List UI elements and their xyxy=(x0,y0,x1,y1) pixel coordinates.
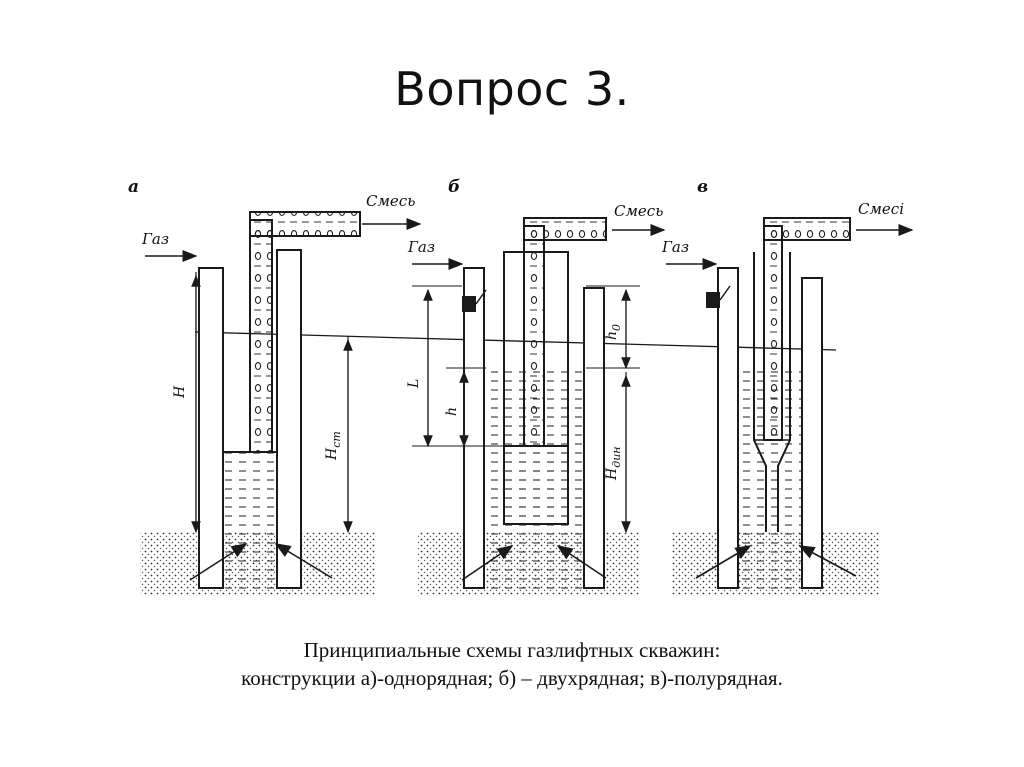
panel-c: в Смесі Газ xyxy=(661,177,914,596)
outer-casing-left-b xyxy=(463,267,485,589)
valve-b xyxy=(462,296,476,312)
gas-label-c: Газ xyxy=(661,238,689,256)
dim-h0-sub-b: 0 xyxy=(610,324,623,331)
lift-tube-c xyxy=(763,225,783,441)
panel-c-letter: в xyxy=(697,177,708,197)
middle-tube-funnel-c xyxy=(753,252,791,532)
panel-a: а Смесь Газ H Hст xyxy=(128,177,422,596)
svg-text:h0: h0 xyxy=(604,324,623,340)
dim-Hst-a: H xyxy=(324,447,340,461)
dim-Hst-sub-a: ст xyxy=(330,431,343,448)
caption-line-1: Принципиальные схемы газлифтных скважин: xyxy=(303,638,721,662)
panel-b: б Смесь Газ L h xyxy=(406,177,666,596)
gas-label-b: Газ xyxy=(407,238,435,256)
panel-b-letter: б xyxy=(448,177,460,197)
casing-wall-right-a xyxy=(276,249,302,589)
slide-title: Вопрос 3. xyxy=(394,62,630,116)
panel-a-letter: а xyxy=(128,177,139,197)
mix-label-c: Смесі xyxy=(858,200,904,218)
dim-Hdyn-sub-b: дин xyxy=(610,446,623,467)
casing-wall-left-a xyxy=(198,267,224,589)
dim-h-b: h xyxy=(444,407,460,416)
outer-casing-left-c xyxy=(717,267,739,589)
mix-label-b: Смесь xyxy=(614,202,663,220)
lift-tube-b xyxy=(523,225,545,447)
dim-Hdyn-b: H xyxy=(604,467,620,481)
mix-label-a: Смесь xyxy=(366,192,415,210)
outer-casing-right-c xyxy=(801,277,823,589)
valve-c xyxy=(706,292,720,308)
gaslift-well-schemes-diagram: а Смесь Газ H Hст б xyxy=(128,177,914,596)
outlet-pipe-b xyxy=(523,217,607,241)
caption-line-2: конструкции а)-однорядная; б) – двухрядн… xyxy=(241,666,783,690)
svg-text:Hдин: Hдин xyxy=(604,446,623,481)
dim-h0-b: h xyxy=(604,331,620,340)
outer-casing-right-b xyxy=(583,287,605,589)
outlet-pipe-a xyxy=(249,211,361,237)
svg-text:Hст: Hст xyxy=(324,431,343,461)
dim-H-a: H xyxy=(172,385,188,399)
gas-label-a: Газ xyxy=(141,230,169,248)
dim-L-b: L xyxy=(406,379,422,389)
lift-tube-a xyxy=(249,219,273,453)
outlet-pipe-c xyxy=(763,217,851,241)
